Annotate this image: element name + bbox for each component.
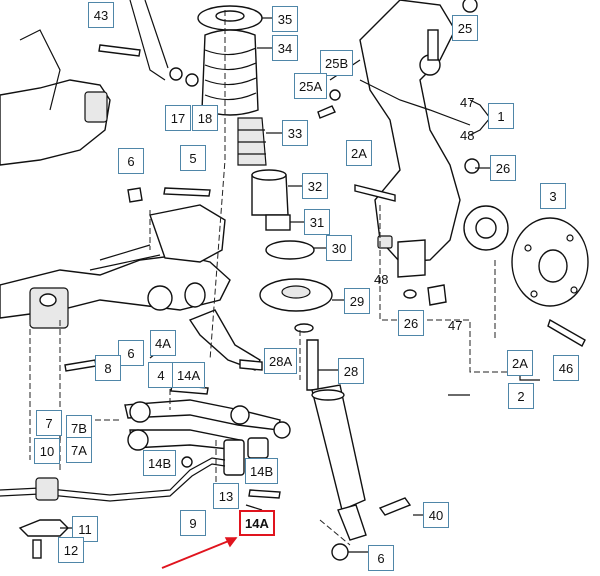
label-47-mid: 47 [448,318,463,333]
callout-3[interactable]: 3 [540,183,566,209]
subframe-lower [0,204,231,329]
callout-14b-right[interactable]: 14B [245,458,279,484]
callout-2[interactable]: 2 [508,383,534,409]
stabilizer-bar [0,457,226,559]
callout-6-top[interactable]: 6 [118,148,144,174]
shock-absorber [306,339,412,561]
callout-4a[interactable]: 4A [150,330,176,356]
callout-28a[interactable]: 28A [264,348,298,374]
callout-10[interactable]: 10 [34,438,60,464]
callout-14a-highlighted[interactable]: 14A [239,510,275,536]
callout-8[interactable]: 8 [95,355,121,381]
callout-12[interactable]: 12 [58,537,84,563]
callout-33[interactable]: 33 [282,120,308,146]
callout-4[interactable]: 4 [148,362,174,388]
label-48-mid: 48 [374,272,389,287]
wheel-hub [463,205,589,347]
callout-35[interactable]: 35 [272,6,298,32]
callout-25a[interactable]: 25A [294,73,328,99]
callout-25b[interactable]: 25B [320,50,354,76]
label-47-top: 47 [460,95,475,110]
callout-6-mid[interactable]: 6 [118,340,144,366]
callout-34[interactable]: 34 [272,35,298,61]
callout-18[interactable]: 18 [192,105,218,131]
strut-spring-stack [197,5,333,333]
highlight-arrow [161,537,238,569]
callout-26-top[interactable]: 26 [490,155,516,181]
callout-31[interactable]: 31 [304,209,330,235]
callout-26-mid[interactable]: 26 [398,310,424,336]
callout-5[interactable]: 5 [180,145,206,171]
callout-2a-bot[interactable]: 2A [507,350,533,376]
callout-40[interactable]: 40 [423,502,449,528]
callout-25[interactable]: 25 [452,15,478,41]
subframe-upper-left [0,0,199,166]
callout-14b-left[interactable]: 14B [143,450,177,476]
callout-30[interactable]: 30 [326,235,352,261]
callout-2a-top[interactable]: 2A [346,140,372,166]
label-48-top: 48 [460,128,475,143]
callout-13[interactable]: 13 [213,483,239,509]
callout-6-bot[interactable]: 6 [368,545,394,571]
callout-14a-mid[interactable]: 14A [172,362,206,388]
callout-32[interactable]: 32 [302,173,328,199]
lower-control-arms [124,309,291,476]
callout-7a[interactable]: 7A [66,437,92,463]
callout-1[interactable]: 1 [488,103,514,129]
callout-7[interactable]: 7 [36,410,62,436]
callout-17[interactable]: 17 [165,105,191,131]
callout-46[interactable]: 46 [553,355,579,381]
callout-28[interactable]: 28 [338,358,364,384]
callout-9[interactable]: 9 [180,510,206,536]
callout-7b[interactable]: 7B [66,415,92,441]
callout-29[interactable]: 29 [344,288,370,314]
callout-43[interactable]: 43 [88,2,114,28]
